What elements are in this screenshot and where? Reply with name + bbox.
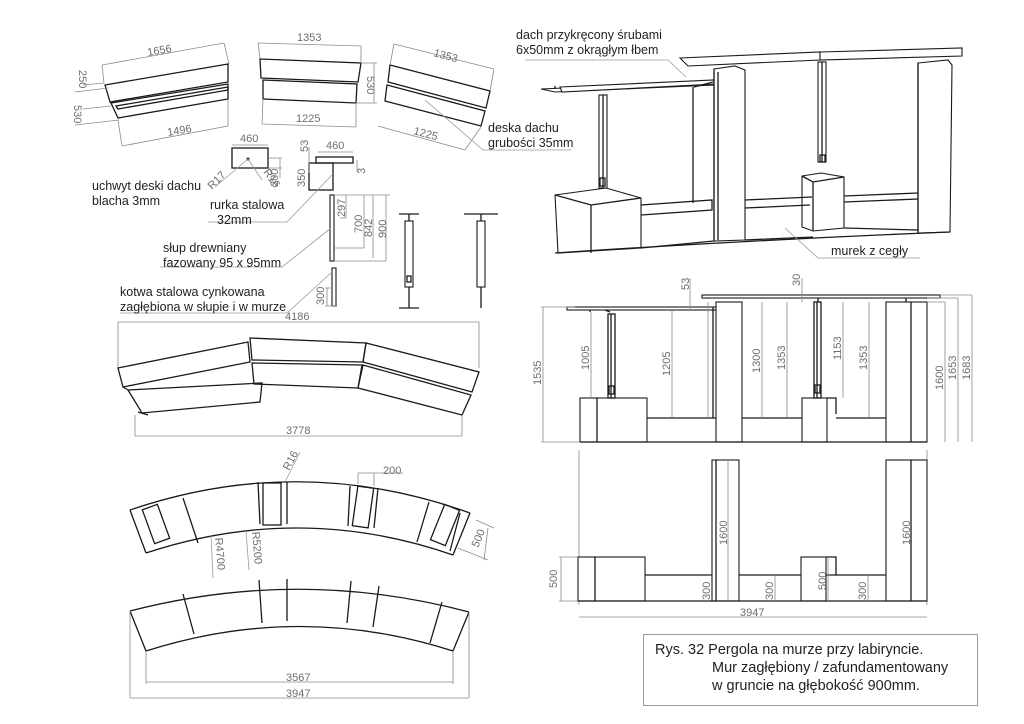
- wall-plan: [129, 451, 495, 579]
- dim-900: 900: [377, 220, 389, 238]
- dim-r5200: R5200: [249, 531, 264, 564]
- caption-line3: w gruncie na głębokość 900mm.: [712, 678, 920, 694]
- dim-250: 250: [76, 70, 88, 88]
- caption-line2: Mur zagłębiony / zafundamentowany: [712, 660, 949, 676]
- dim-1225-right: 1225: [412, 125, 439, 143]
- label-roof-board-line2: grubości 35mm: [488, 136, 574, 150]
- label-bracket-line1: uchwyt deski dachu: [92, 179, 202, 193]
- dim-300-wall-b: 300: [764, 582, 776, 600]
- roof-panel-left: [74, 42, 230, 147]
- roof-panel-middle: [257, 42, 377, 128]
- dim-300-wall-a: 300: [701, 582, 713, 600]
- dim-1300: 1300: [751, 349, 763, 373]
- label-wall: murek z cegły: [831, 244, 908, 259]
- bracket-detail-plan: [214, 144, 282, 188]
- dim-300-wall-c: 300: [857, 582, 869, 600]
- roof-plan: [117, 321, 480, 437]
- dim-30-elev: 30: [791, 274, 803, 286]
- dim-530-mid: 530: [364, 76, 376, 94]
- dim-500-wall-a: 500: [548, 570, 560, 588]
- dim-1205: 1205: [661, 352, 673, 376]
- label-wall-line1: murek z cegły: [831, 244, 909, 258]
- dim-1225-mid: 1225: [296, 113, 320, 125]
- dim-350: 350: [296, 169, 308, 187]
- dim-1600-wall-b: 1600: [901, 521, 913, 545]
- leader-wall: [784, 227, 920, 259]
- dim-1496: 1496: [166, 123, 192, 139]
- dim-1353-right: 1353: [432, 47, 459, 65]
- dim-200-bracket: 200: [269, 169, 281, 187]
- label-tube-line2: 32mm: [217, 213, 252, 227]
- roof-panel-right: [377, 43, 495, 151]
- label-roof-screws-line2: 6x50mm z okrągłym łbem: [516, 43, 659, 57]
- dim-3947-plan: 3947: [286, 688, 310, 700]
- post-detail: [120, 194, 390, 314]
- dim-500-wall-b: 500: [817, 572, 829, 590]
- leader-roof-board: [424, 99, 571, 151]
- label-anchor-line2: zagłębiona w słupie i w murze: [120, 300, 287, 314]
- dim-1005: 1005: [580, 346, 592, 370]
- dim-530-left: 530: [71, 105, 83, 123]
- dim-300-anchor: 300: [315, 287, 327, 305]
- dim-842: 842: [363, 219, 375, 237]
- perspective-view: [525, 47, 963, 259]
- dim-r4700: R4700: [212, 537, 227, 570]
- dim-3947-elev: 3947: [740, 607, 764, 619]
- post-view-2: [399, 213, 419, 309]
- dim-1600-wall-a: 1600: [718, 521, 730, 545]
- label-post: słup drewniany fazowany 95 x 95mm: [163, 241, 281, 271]
- caption-line1: Rys. 32 Pergola na murze przy labiryncie…: [655, 642, 924, 658]
- dim-1600-elev: 1600: [934, 366, 946, 390]
- post-view-3: [464, 213, 498, 308]
- dim-700: 700: [353, 215, 365, 233]
- dim-1683: 1683: [961, 356, 973, 380]
- dim-1535: 1535: [532, 361, 544, 385]
- leader-roof-screws: [525, 59, 687, 78]
- wall-base-plan: [129, 579, 470, 699]
- label-post-line2: fazowany 95 x 95mm: [163, 256, 282, 270]
- dim-53-elev: 53: [680, 278, 692, 290]
- dim-1353-mid: 1353: [297, 32, 321, 44]
- dim-4186: 4186: [285, 311, 309, 323]
- dim-200-plan: 200: [383, 465, 401, 477]
- dim-r17: R17: [206, 169, 229, 192]
- figure-caption-box: Rys. 32 Pergola na murze przy labiryncie…: [643, 634, 978, 706]
- label-anchor: kotwa stalowa cynkowana zagłębiona w słu…: [120, 285, 286, 315]
- label-roof-board-line1: deska dachu: [488, 121, 559, 135]
- dim-1656: 1656: [146, 43, 172, 59]
- label-anchor-line1: kotwa stalowa cynkowana: [120, 285, 265, 299]
- dim-500-plan: 500: [470, 528, 488, 550]
- dim-r16-plan: R16: [281, 449, 301, 472]
- label-roof-board: deska dachu grubości 35mm: [488, 121, 573, 151]
- dim-3778: 3778: [286, 425, 310, 437]
- label-bracket: uchwyt deski dachu blacha 3mm: [92, 179, 201, 209]
- label-roof-screws-line1: dach przykręcony śrubami: [516, 28, 662, 42]
- dim-53-bracket: 53: [299, 140, 311, 152]
- dim-1153: 1153: [832, 336, 844, 360]
- label-bracket-line2: blacha 3mm: [92, 194, 161, 208]
- label-roof-screws: dach przykręcony śrubami 6x50mm z okrągł…: [516, 28, 662, 58]
- dim-1353-a: 1353: [776, 346, 788, 370]
- front-elevation: [541, 278, 973, 443]
- label-tube: rurka stalowa 32mm: [210, 198, 284, 228]
- dim-3: 3: [356, 168, 368, 174]
- dim-1353-b: 1353: [858, 346, 870, 370]
- wall-elevation: [559, 450, 928, 618]
- label-tube-line1: rurka stalowa: [210, 198, 285, 212]
- dim-3567: 3567: [286, 672, 310, 684]
- dim-1653: 1653: [947, 356, 959, 380]
- dim-460-b: 460: [326, 140, 344, 152]
- dim-297: 297: [336, 199, 348, 217]
- bracket-detail-side: [208, 147, 358, 223]
- dim-460-a: 460: [240, 133, 258, 145]
- label-post-line1: słup drewniany: [163, 241, 247, 255]
